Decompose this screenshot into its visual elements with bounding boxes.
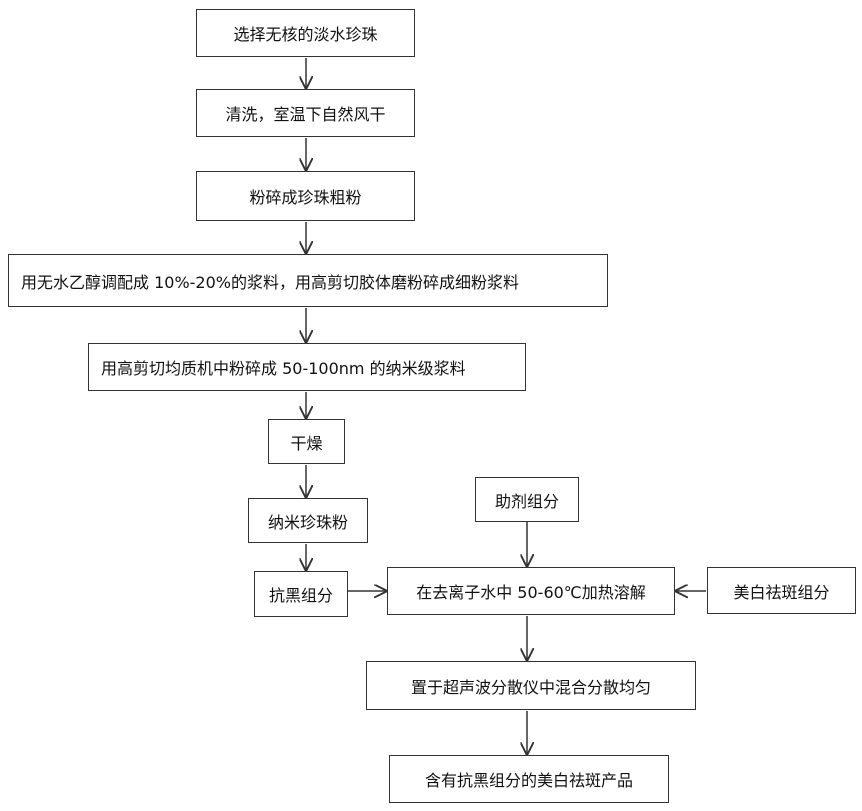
final-product: 含有抗黑组分的美白祛斑产品 [389, 755, 669, 803]
step-nano-slurry-label: 用高剪切均质机中粉碎成 50-100nm 的纳米级浆料 [101, 355, 466, 379]
step-slurry-grinding: 用无水乙醇调配成 10%-20%的浆料，用高剪切胶体磨粉碎成细粉浆料 [8, 254, 608, 307]
component-whitening-freckle-label: 美白祛斑组分 [733, 579, 829, 603]
step-nano-pearl-powder: 纳米珍珠粉 [248, 498, 368, 543]
step-nano-slurry: 用高剪切均质机中粉碎成 50-100nm 的纳米级浆料 [88, 343, 526, 391]
step-drying: 干燥 [268, 419, 345, 464]
step-wash-dry: 清洗，室温下自然风干 [196, 89, 415, 137]
step-select-pearls-label: 选择无核的淡水珍珠 [233, 21, 377, 45]
step-slurry-grinding-label: 用无水乙醇调配成 10%-20%的浆料，用高剪切胶体磨粉碎成细粉浆料 [21, 269, 519, 293]
component-auxiliary-label: 助剂组分 [495, 488, 559, 512]
component-auxiliary: 助剂组分 [475, 477, 579, 522]
component-anti-black-label: 抗黑组分 [269, 582, 333, 606]
component-whitening-freckle: 美白祛斑组分 [707, 567, 856, 614]
step-dissolve-heat: 在去离子水中 50-60℃加热溶解 [387, 567, 675, 615]
final-product-label: 含有抗黑组分的美白祛斑产品 [425, 767, 633, 791]
step-coarse-powder: 粉碎成珍珠粗粉 [196, 171, 415, 221]
component-anti-black: 抗黑组分 [254, 571, 348, 617]
step-coarse-powder-label: 粉碎成珍珠粗粉 [249, 184, 361, 208]
step-select-pearls: 选择无核的淡水珍珠 [196, 9, 415, 57]
step-ultrasonic-mix: 置于超声波分散仪中混合分散均匀 [366, 661, 696, 710]
step-nano-pearl-powder-label: 纳米珍珠粉 [268, 509, 348, 533]
step-ultrasonic-mix-label: 置于超声波分散仪中混合分散均匀 [411, 674, 651, 698]
step-drying-label: 干燥 [290, 430, 322, 454]
step-wash-dry-label: 清洗，室温下自然风干 [225, 101, 385, 125]
step-dissolve-heat-label: 在去离子水中 50-60℃加热溶解 [416, 579, 646, 603]
